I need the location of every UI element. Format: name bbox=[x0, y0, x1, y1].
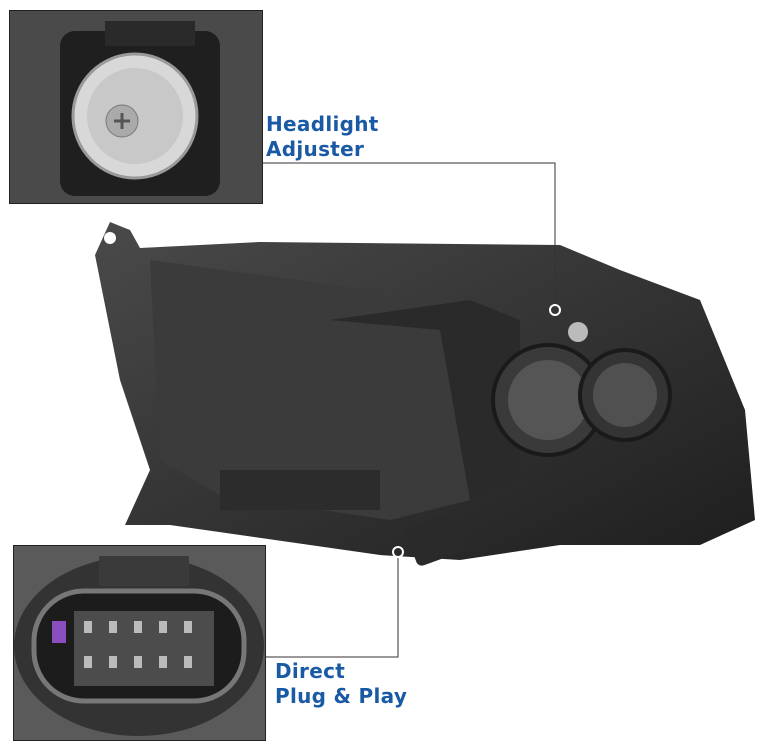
adjuster-callout-line1: Headlight bbox=[266, 112, 379, 136]
plug-callout: Direct Plug & Play bbox=[275, 659, 407, 709]
plug-leader-line bbox=[265, 557, 399, 658]
plug-callout-line1: Direct bbox=[275, 659, 346, 683]
adjuster-callout: Headlight Adjuster bbox=[266, 112, 379, 162]
plug-callout-line2: Plug & Play bbox=[275, 684, 408, 708]
adjuster-callout-line2: Adjuster bbox=[266, 137, 365, 161]
adjuster-detail-inset bbox=[9, 10, 263, 204]
adjuster-marker bbox=[549, 304, 561, 316]
adjuster-leader-line bbox=[262, 162, 556, 305]
plug-marker bbox=[392, 546, 404, 558]
plug-detail-inset bbox=[13, 545, 266, 741]
